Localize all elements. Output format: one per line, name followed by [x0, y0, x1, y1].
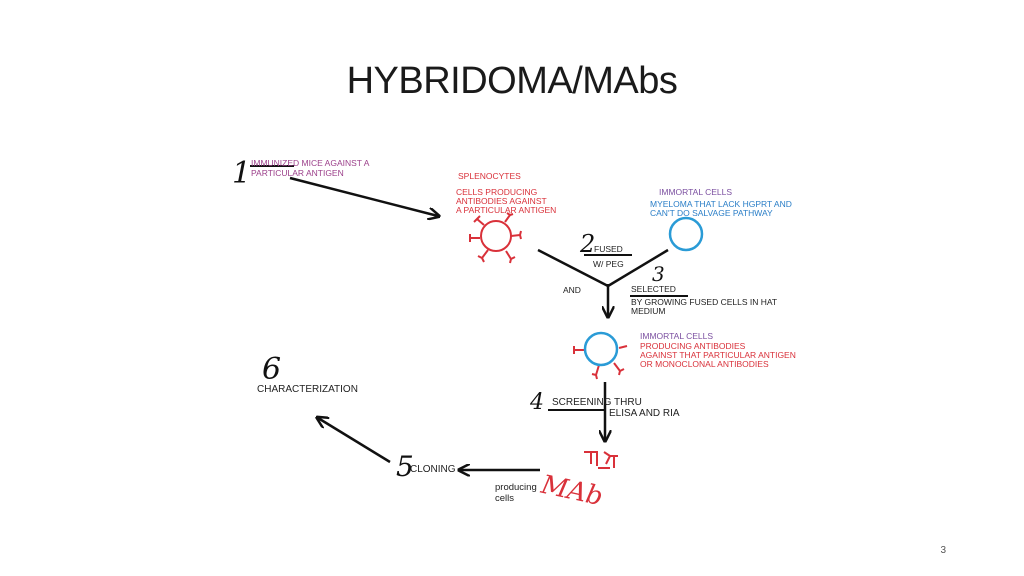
producing-label-2: cells — [495, 494, 514, 504]
screening-label-1: SCREENING THRU — [552, 398, 642, 408]
immunized-label-2: PARTICULAR ANTIGEN — [251, 168, 344, 178]
splenocytes-label: SPLENOCYTES — [458, 171, 521, 181]
and-label: AND — [563, 285, 581, 295]
step-2-number: 2 — [580, 230, 595, 258]
myeloma-cell — [670, 218, 702, 250]
screening-label-2: ELISA AND RIA — [609, 409, 680, 419]
step-6-number: 6 — [262, 352, 281, 387]
producing-label-1: producing — [495, 483, 537, 493]
hybrid-label-4: OR MONOCLONAL ANTIBODIES — [640, 359, 769, 369]
hat-medium-label-2: MEDIUM — [631, 306, 665, 316]
characterization-label: CHARACTERIZATION — [257, 385, 358, 395]
hybrid-label-1: IMMORTAL CELLS — [640, 331, 713, 341]
immortal-cells-label: IMMORTAL CELLS — [659, 187, 732, 197]
peg-label: W/ PEG — [593, 259, 624, 269]
step-3-number: 3 — [652, 262, 665, 286]
arrow-mice-to-splenocytes — [290, 178, 438, 216]
cloning-label: CLONING — [410, 465, 456, 475]
step-1-number: 1 — [232, 156, 251, 191]
arrow-to-characterization — [318, 418, 390, 462]
fused-label: FUSED — [594, 244, 623, 254]
hybridoma-cell — [574, 333, 627, 379]
cells-producing-label-3: A PARTICULAR ANTIGEN — [456, 205, 556, 215]
antibody-scribble — [584, 452, 618, 468]
myeloma-label-2: CAN'T DO SALVAGE PATHWAY — [650, 208, 773, 218]
selected-label: SELECTED — [631, 284, 676, 294]
immunized-label-1: IMMUNIZED MICE AGAINST A — [251, 158, 369, 168]
splenocyte-cell — [470, 213, 521, 263]
step-4-number: 4 — [530, 390, 544, 415]
page-number: 3 — [940, 545, 946, 556]
